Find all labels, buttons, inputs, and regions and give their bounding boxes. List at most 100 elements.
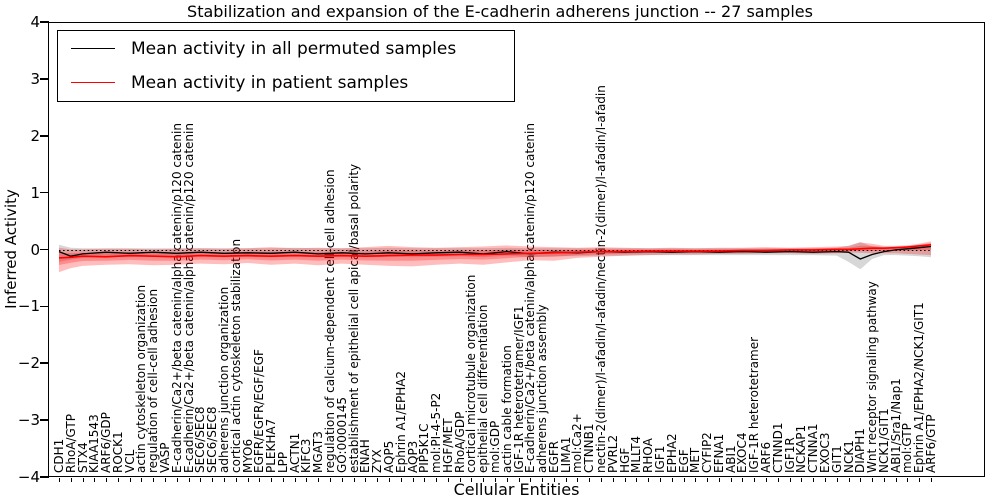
y-tick-label: 0 xyxy=(30,240,40,259)
x-tick-mark xyxy=(141,478,143,482)
x-tick-mark xyxy=(212,478,214,482)
x-tick-mark xyxy=(70,478,72,482)
x-tick-mark xyxy=(188,478,190,482)
x-tick-mark xyxy=(648,478,650,482)
x-tick-mark xyxy=(235,478,237,482)
x-tick-mark xyxy=(94,478,96,482)
x-tick-mark xyxy=(777,478,779,482)
x-tick-mark xyxy=(612,478,614,482)
x-tick-mark xyxy=(766,478,768,482)
x-tick-mark xyxy=(341,478,343,482)
x-tick-mark xyxy=(176,478,178,482)
x-tick-mark xyxy=(919,478,921,482)
x-tick-mark xyxy=(259,478,261,482)
y-tick-mark xyxy=(40,419,49,421)
x-tick-mark xyxy=(553,478,555,482)
x-tick-mark xyxy=(565,478,567,482)
x-tick-label: cortical actin cytoskeleton stabilizatio… xyxy=(228,238,243,473)
x-tick-mark xyxy=(636,478,638,482)
x-tick-mark xyxy=(59,478,60,482)
x-tick-mark xyxy=(106,478,108,482)
y-tick-mark xyxy=(40,476,49,478)
x-tick-label: establishment of epithelial cell apical/… xyxy=(346,163,361,473)
legend-item-permuted: Mean activity in all permuted samples xyxy=(58,32,514,65)
x-tick-mark xyxy=(294,478,296,482)
x-tick-mark xyxy=(883,478,885,482)
x-axis-label: Cellular Entities xyxy=(453,480,580,499)
legend-swatch xyxy=(71,82,115,83)
x-tick-mark xyxy=(589,478,591,482)
x-tick-mark xyxy=(730,478,732,482)
x-tick-mark xyxy=(895,478,897,482)
x-tick-mark xyxy=(671,478,673,482)
x-tick-mark xyxy=(424,478,426,482)
y-tick-label: −4 xyxy=(17,468,40,486)
x-tick-mark xyxy=(872,478,874,482)
x-tick-mark xyxy=(659,478,661,482)
x-tick-mark xyxy=(836,478,838,482)
y-tick-label: 1 xyxy=(30,183,40,202)
x-tick-mark xyxy=(282,478,284,482)
x-tick-mark xyxy=(318,478,320,482)
x-tick-mark xyxy=(624,478,626,482)
x-tick-mark xyxy=(742,478,744,482)
x-tick-mark xyxy=(907,478,909,482)
y-tick-label: −2 xyxy=(17,354,40,373)
x-tick-mark xyxy=(542,478,544,482)
x-tick-mark xyxy=(459,478,461,482)
legend-label: Mean activity in patient samples xyxy=(131,72,409,93)
y-tick-mark xyxy=(40,248,49,251)
x-tick-label: ARF6/GTP xyxy=(924,414,938,473)
x-tick-mark xyxy=(801,478,803,482)
x-tick-mark xyxy=(495,478,496,482)
y-tick-label: 4 xyxy=(30,13,40,31)
y-tick-label: −1 xyxy=(17,297,40,316)
y-tick-mark xyxy=(40,134,49,137)
legend-swatch xyxy=(71,48,115,49)
x-tick-mark xyxy=(117,478,119,482)
x-tick-mark xyxy=(754,478,756,482)
x-tick-mark xyxy=(365,478,367,482)
x-tick-mark xyxy=(436,478,438,482)
x-tick-mark xyxy=(707,478,709,482)
x-tick-label: EPHA2 xyxy=(664,433,679,473)
x-tick-mark xyxy=(483,478,485,482)
legend-label: Mean activity in all permuted samples xyxy=(131,38,457,59)
chart-title: Stabilization and expansion of the E-cad… xyxy=(187,2,813,21)
x-tick-mark xyxy=(695,478,697,482)
x-tick-label: GIT1 xyxy=(829,445,844,473)
x-tick-label: actin cable formation xyxy=(499,345,514,473)
x-tick-mark xyxy=(388,478,390,482)
x-tick-mark xyxy=(471,478,473,482)
x-tick-mark xyxy=(577,478,579,482)
x-tick-mark xyxy=(931,478,932,482)
x-tick-label: Ephrin A1/EPHA2 xyxy=(393,370,408,473)
legend: Mean activity in all permuted samples Me… xyxy=(57,30,515,102)
y-tick-mark xyxy=(40,78,49,80)
y-tick-mark xyxy=(40,305,49,308)
x-tick-mark xyxy=(860,478,862,482)
x-tick-mark xyxy=(412,478,414,482)
x-tick-mark xyxy=(377,478,379,482)
y-tick-mark xyxy=(40,362,49,365)
x-tick-mark xyxy=(330,478,332,482)
y-tick-mark xyxy=(40,191,49,194)
x-tick-mark xyxy=(271,478,273,482)
x-tick-mark xyxy=(813,478,815,482)
x-tick-mark xyxy=(518,478,520,482)
x-tick-mark xyxy=(247,478,249,482)
x-tick-label: CTNND1 xyxy=(770,422,785,473)
y-tick-mark xyxy=(40,21,49,23)
x-tick-mark xyxy=(306,478,308,482)
x-tick-mark xyxy=(789,478,791,482)
x-tick-mark xyxy=(848,478,850,482)
x-tick-mark xyxy=(353,478,355,482)
x-tick-mark xyxy=(82,478,84,482)
x-tick-mark xyxy=(153,478,155,482)
x-tick-mark xyxy=(165,478,167,482)
x-tick-mark xyxy=(506,478,508,482)
x-tick-mark xyxy=(718,478,720,482)
x-tick-mark xyxy=(447,478,449,482)
y-tick-label: 3 xyxy=(30,69,40,88)
